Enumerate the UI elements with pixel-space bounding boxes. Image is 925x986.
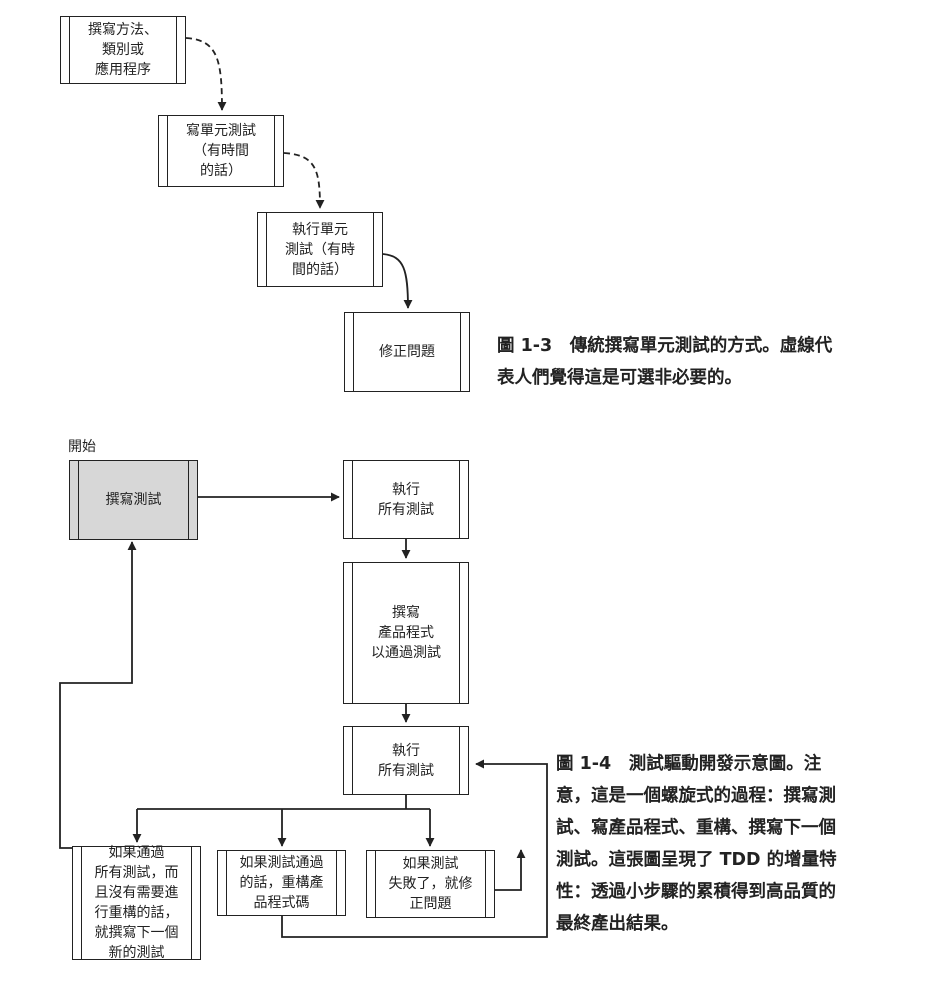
- node-run-unit-test-label: 執行單元 測試（有時 間的話）: [285, 221, 355, 278]
- node-run-all-tests-1-label: 執行 所有測試: [378, 481, 434, 518]
- node-if-pass-refactor: 如果測試通過 的話，重構產 品程式碼: [217, 850, 346, 916]
- node-fix-problem-label: 修正問題: [379, 344, 435, 360]
- figure-1-3-caption: 圖 1-3 傳統撰寫單元測試的方式。虛線代 表人們覺得這是可選非必要的。: [497, 336, 833, 388]
- node-if-pass-no-refactor-label: 如果通過 所有測試，而 且沒有需要進 行重構的話， 就撰寫下一個 新的測試: [94, 845, 179, 961]
- node-write-production-code-label: 撰寫 產品程式 以通過測試: [371, 605, 441, 661]
- node-run-all-tests-1: 執行 所有測試: [343, 460, 469, 539]
- figure-1-4-caption: 圖 1-4 測試驅動開發示意圖。注 意，這是一個螺旋式的過程：撰寫測 試、寫產品…: [556, 754, 837, 934]
- loop-back-to-write-test: [59, 541, 137, 849]
- start-label: 開始: [68, 439, 96, 455]
- node-write-test-label: 撰寫測試: [105, 492, 162, 508]
- node-write-production-code: 撰寫 產品程式 以通過測試: [343, 562, 469, 704]
- node-run-all-tests-2: 執行 所有測試: [343, 726, 469, 795]
- node-run-unit-test: 執行單元 測試（有時 間的話）: [257, 212, 383, 287]
- node-write-method-label: 撰寫方法、 類別或 應用程序: [88, 22, 158, 78]
- loop-refactor-to-run-all: [281, 759, 548, 938]
- node-if-fail-fix: 如果測試 失敗了，就修 正問題: [366, 850, 495, 918]
- dashed-arrow-unit-test-to-run: [283, 152, 325, 209]
- node-write-unit-test: 寫單元測試 （有時間 的話）: [158, 115, 284, 187]
- node-write-unit-test-label: 寫單元測試 （有時間 的話）: [186, 123, 256, 179]
- node-if-pass-refactor-label: 如果測試通過 的話，重構產 品程式碼: [239, 855, 324, 911]
- node-run-all-tests-2-label: 執行 所有測試: [378, 742, 434, 779]
- node-write-test: 撰寫測試: [69, 460, 198, 540]
- node-fix-problem: 修正問題: [344, 312, 470, 392]
- node-if-fail-fix-label: 如果測試 失敗了，就修 正問題: [388, 856, 473, 912]
- node-write-method: 撰寫方法、 類別或 應用程序: [60, 16, 186, 84]
- node-if-pass-no-refactor: 如果通過 所有測試，而 且沒有需要進 行重構的話， 就撰寫下一個 新的測試: [72, 845, 201, 961]
- arrow-run-to-fix: [382, 253, 413, 309]
- dashed-arrow-method-to-unit-test: [185, 37, 227, 111]
- loop-fix-to-run-all: [495, 849, 526, 891]
